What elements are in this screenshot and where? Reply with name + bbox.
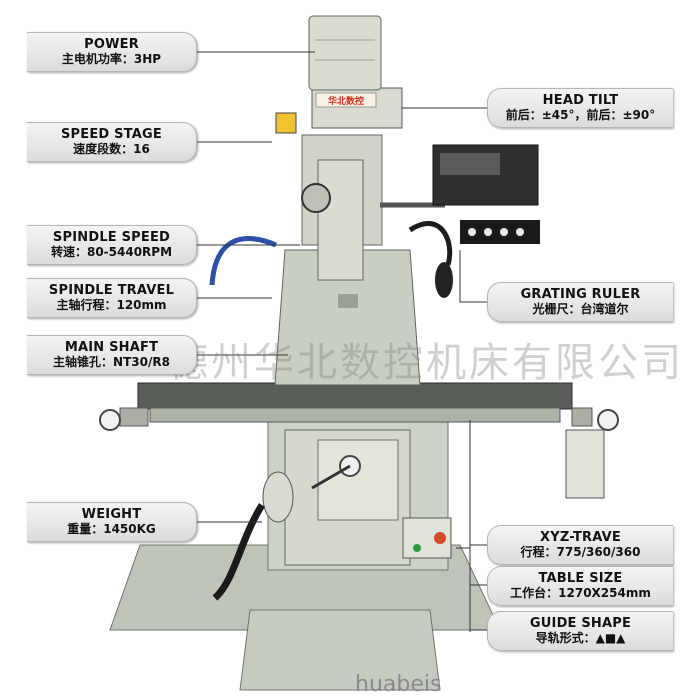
dro-key-2 xyxy=(484,228,492,236)
spindle-motor xyxy=(308,15,382,91)
footer-watermark-text: huabeis xyxy=(355,672,442,697)
callout-spindle-speed: SPINDLE SPEED 转速：80-5440RPM xyxy=(27,225,197,265)
table-end-right xyxy=(571,407,593,427)
callout-table-size-title: TABLE SIZE xyxy=(538,571,623,586)
brand-badge xyxy=(315,92,377,108)
callout-power: POWER 主电机功率：3HP xyxy=(27,32,197,72)
callout-xyz-trave: XYZ-TRAVE 行程：775/360/360 xyxy=(487,525,673,565)
callout-head-tilt-sub: 前后：±45°，前后：±90° xyxy=(505,108,656,122)
power-cable xyxy=(212,503,265,601)
start-button xyxy=(413,544,421,552)
feed-motor xyxy=(262,471,294,523)
ram xyxy=(274,249,421,386)
table-end-left xyxy=(119,407,149,427)
callout-table-size: TABLE SIZE 工作台：1270X254mm xyxy=(487,566,673,606)
callout-xyz-trave-sub: 行程：775/360/360 xyxy=(520,545,641,559)
callout-power-title: POWER xyxy=(84,37,139,52)
dro-key-3 xyxy=(500,228,508,236)
warning-label xyxy=(275,112,297,134)
work-lamp-arm xyxy=(408,221,453,266)
power-feed-unit xyxy=(565,429,605,499)
callout-guide-shape-title: GUIDE SHAPE xyxy=(529,616,632,631)
leader-lines xyxy=(197,51,487,632)
callout-spindle-travel-sub: 主轴行程：120mm xyxy=(56,298,167,312)
right-handwheel xyxy=(597,409,619,431)
brand-badge-text: 华北数控 xyxy=(328,95,364,107)
quill-handwheel xyxy=(301,183,331,213)
knee-crank xyxy=(311,464,351,490)
callout-main-shaft-sub: 主轴锥孔：NT30/R8 xyxy=(53,355,170,369)
callout-grating-ruler: GRATING RULER 光栅尺：台湾道尔 xyxy=(487,282,673,322)
callout-speed-stage: SPEED STAGE 速度段数：16 xyxy=(27,122,197,162)
callout-grating-ruler-title: GRATING RULER xyxy=(520,287,641,302)
callout-head-tilt-title: HEAD TILT xyxy=(542,93,619,108)
base-block xyxy=(239,609,441,691)
callout-main-shaft: MAIN SHAFT 主轴锥孔：NT30/R8 xyxy=(27,335,197,375)
emergency-stop xyxy=(434,532,446,544)
callout-weight-title: WEIGHT xyxy=(81,507,142,522)
callout-power-sub: 主电机功率：3HP xyxy=(61,52,162,66)
dro-key-1 xyxy=(468,228,476,236)
knee-front-panel xyxy=(317,439,399,521)
company-watermark: 德州华北数控机床有限公司 xyxy=(168,340,684,386)
callout-table-size-sub: 工作台：1270X254mm xyxy=(510,586,651,600)
callout-speed-stage-title: SPEED STAGE xyxy=(60,127,162,142)
spindle-housing xyxy=(317,159,364,281)
callout-head-tilt: HEAD TILT 前后：±45°，前后：±90° xyxy=(487,88,673,128)
callout-spindle-speed-sub: 转速：80-5440RPM xyxy=(50,245,173,259)
callout-spindle-speed-title: SPINDLE SPEED xyxy=(52,230,171,245)
dro-screen xyxy=(440,153,500,175)
table-saddle xyxy=(149,407,561,423)
callout-grating-ruler-sub: 光栅尺：台湾道尔 xyxy=(532,302,629,316)
callout-weight-sub: 重量：1450KG xyxy=(67,522,156,536)
callout-speed-stage-sub: 速度段数：16 xyxy=(73,142,150,156)
coolant-hose xyxy=(209,236,277,286)
callout-spindle-travel: SPINDLE TRAVEL 主轴行程：120mm xyxy=(27,278,197,318)
callout-weight: WEIGHT 重量：1450KG xyxy=(27,502,197,542)
left-handwheel xyxy=(99,409,121,431)
callout-main-shaft-title: MAIN SHAFT xyxy=(64,340,159,355)
callout-xyz-trave-title: XYZ-TRAVE xyxy=(540,530,621,545)
callout-spindle-travel-title: SPINDLE TRAVEL xyxy=(48,283,175,298)
ram-logo-plate xyxy=(338,294,358,308)
callout-guide-shape-sub: 导轨形式：▲■▲ xyxy=(535,631,626,645)
callout-guide-shape: GUIDE SHAPE 导轨形式：▲■▲ xyxy=(487,611,673,651)
dro-key-4 xyxy=(516,228,524,236)
work-lamp xyxy=(435,262,453,298)
